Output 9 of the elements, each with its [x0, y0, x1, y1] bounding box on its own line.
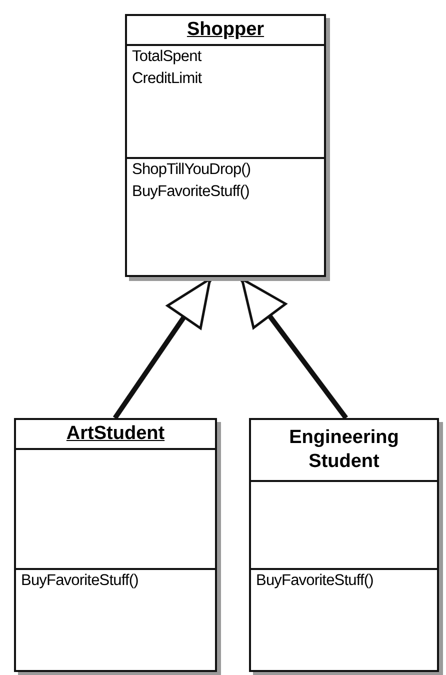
class-name: ArtStudent — [65, 422, 166, 446]
attribute: TotalSpent — [131, 47, 202, 67]
method: BuyFavoriteStuff() — [131, 182, 250, 202]
method: BuyFavoriteStuff() — [20, 571, 140, 591]
attribute: CreditLimit — [131, 69, 203, 89]
class-name: Engineering Student — [288, 426, 400, 474]
method: ShopTillYouDrop() — [131, 160, 252, 180]
method: BuyFavoriteStuff() — [255, 571, 374, 591]
class-name: Shopper — [186, 18, 266, 42]
